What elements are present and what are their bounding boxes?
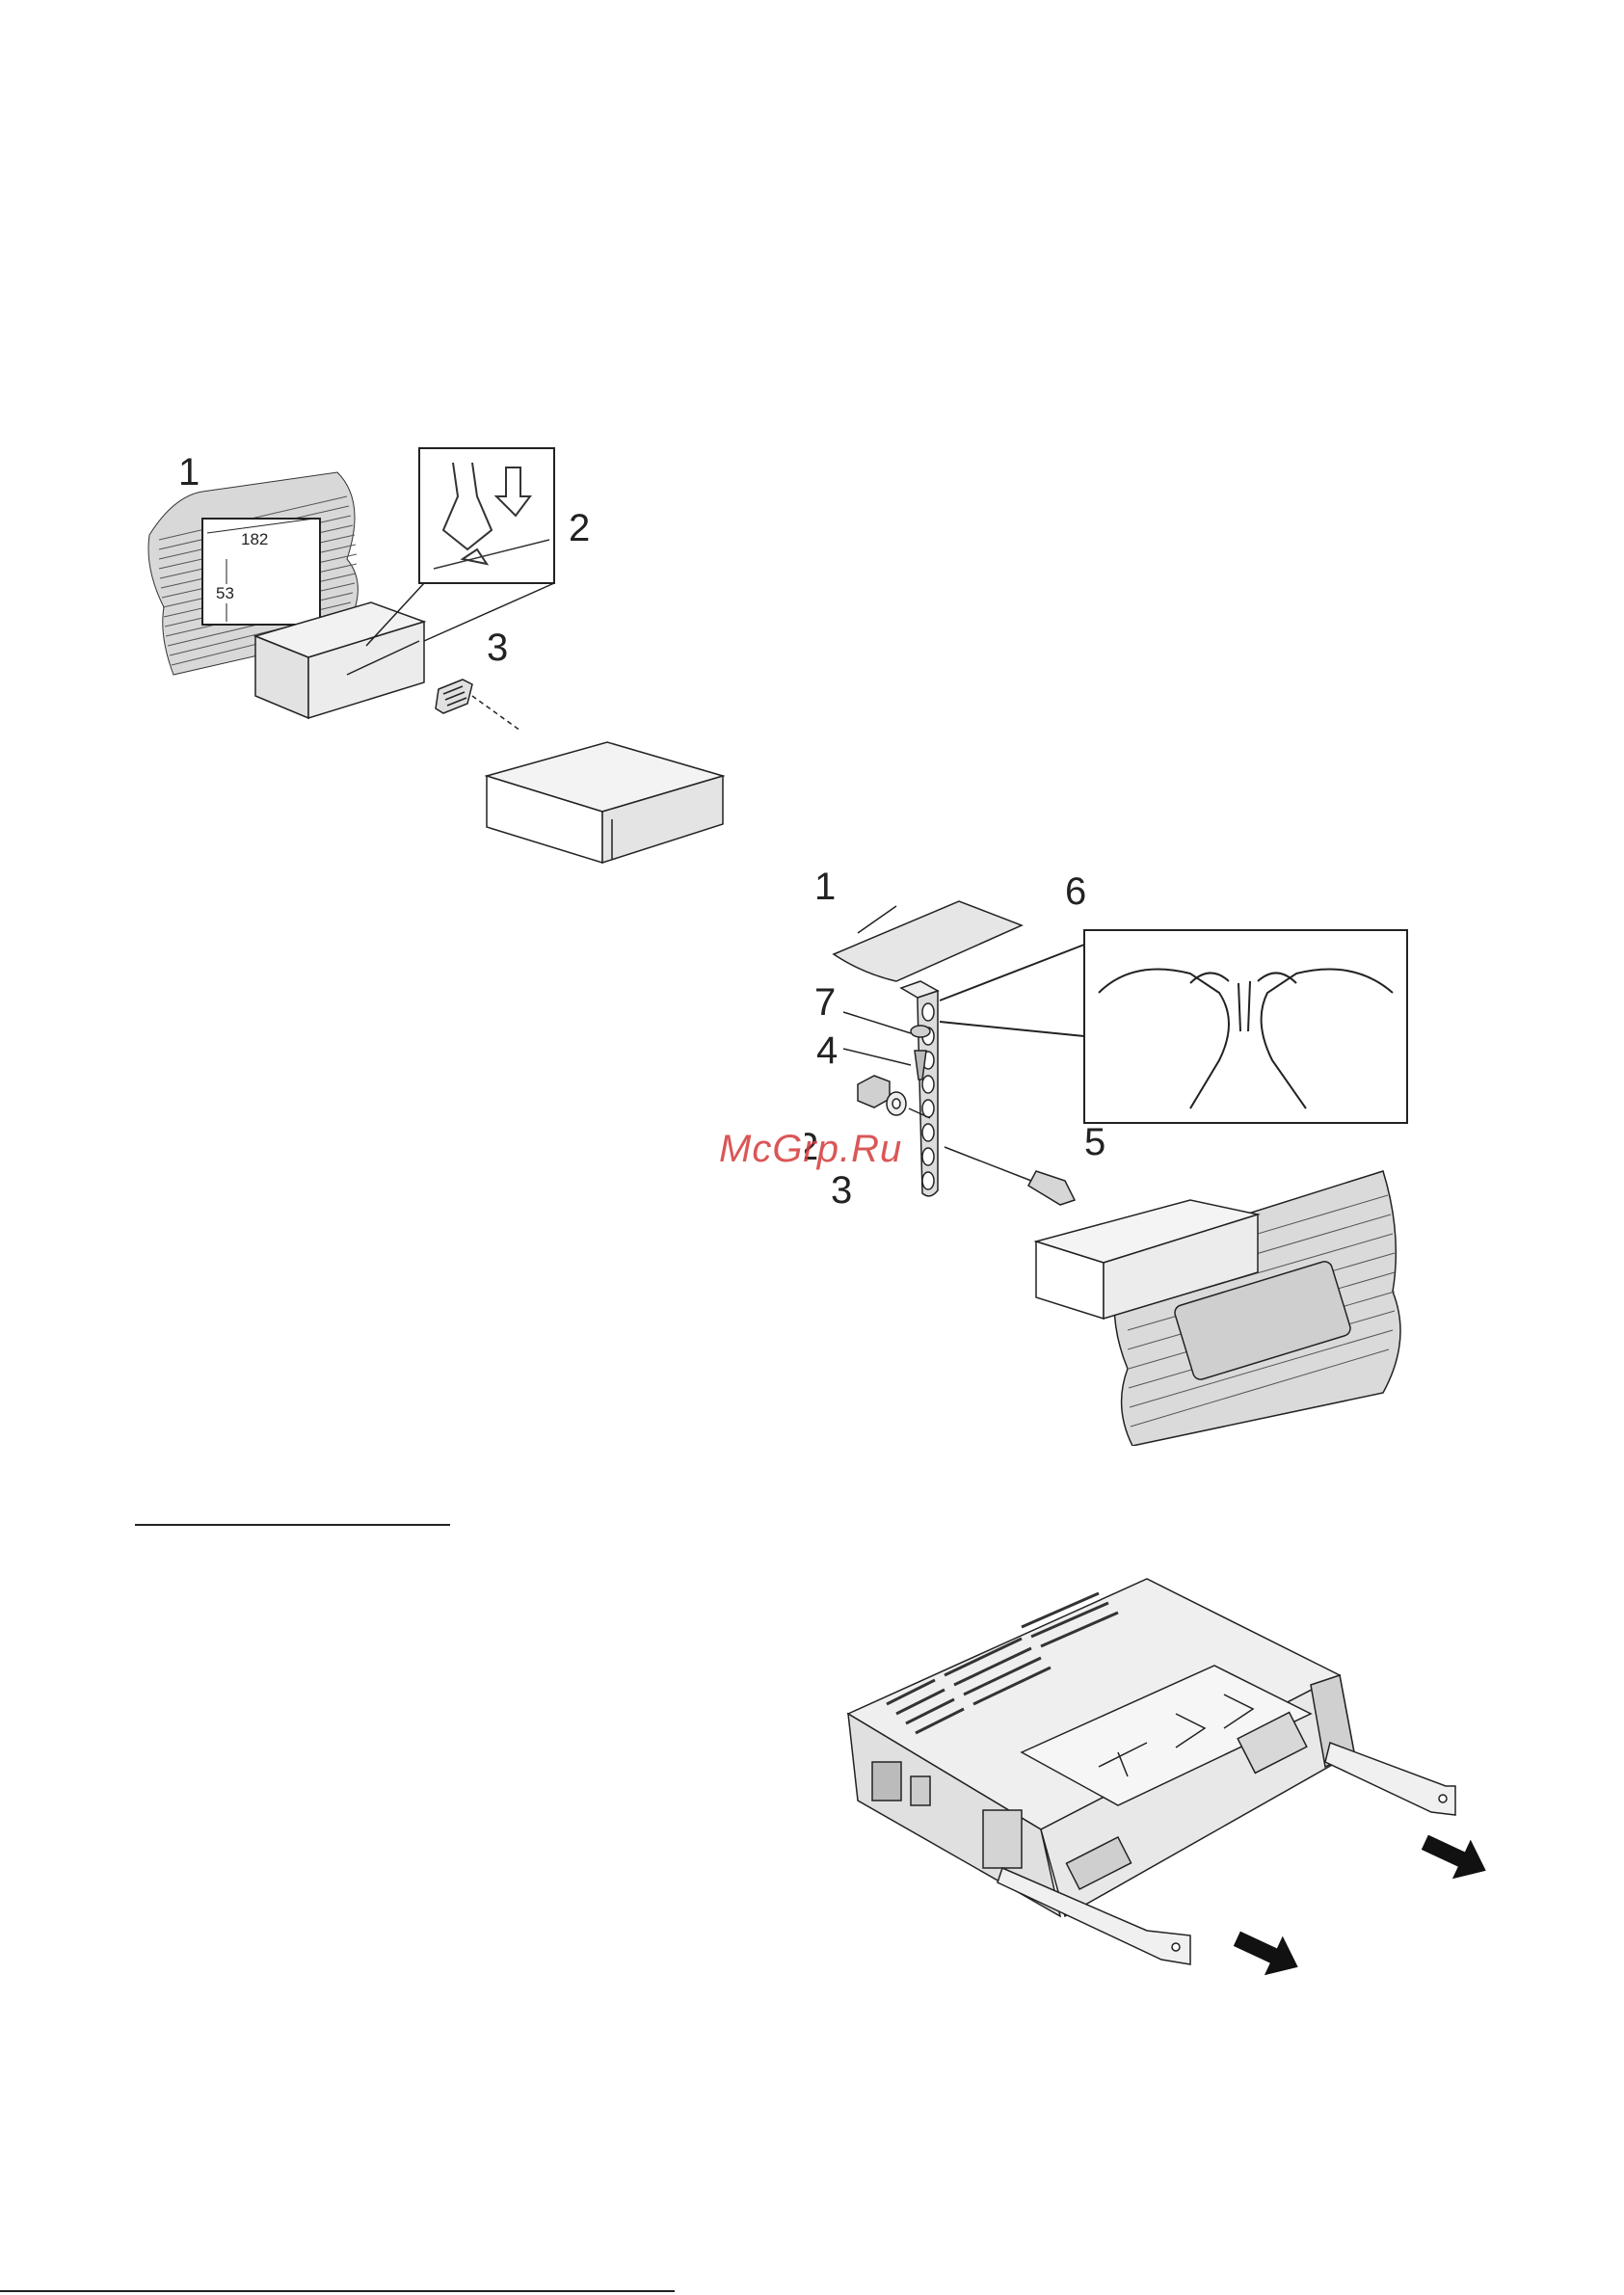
figure-1-callout-2: 2 xyxy=(569,509,590,547)
removal-key-right xyxy=(1325,1743,1455,1815)
figure-1-callout-1: 1 xyxy=(178,453,200,492)
footer-rule xyxy=(0,2290,675,2292)
figure-2-callout-4: 4 xyxy=(816,1031,838,1070)
figure-2-callout-5: 5 xyxy=(1084,1123,1105,1161)
part-7-washer xyxy=(911,1026,930,1037)
tab-bend-inset xyxy=(366,448,554,646)
watermark: McGrp.Ru xyxy=(719,1128,902,1171)
strap-bend-inset xyxy=(940,930,1407,1123)
dashboard-with-unit xyxy=(1036,1171,1400,1446)
figure-3-drawing xyxy=(829,1560,1489,1998)
figure-1-drawing xyxy=(135,443,725,867)
radio-chassis xyxy=(848,1579,1354,1916)
opening-height-dimension: 53 xyxy=(214,584,236,603)
figure-2-callout-3: 3 xyxy=(831,1171,852,1210)
figure-2-callout-7: 7 xyxy=(814,983,836,1022)
part-5-screw xyxy=(1028,1171,1075,1205)
opening-width-dimension: 182 xyxy=(239,530,270,549)
figure-3-unit-removal xyxy=(829,1560,1489,1998)
figure-1-callout-3: 3 xyxy=(487,628,508,667)
radio-unit-box xyxy=(487,742,723,863)
figure-2-callout-1: 1 xyxy=(814,867,836,906)
figure-2-callout-6: 6 xyxy=(1065,872,1086,911)
part-1-plate xyxy=(834,901,1022,981)
section-heading-underline xyxy=(135,1524,450,1526)
part-2-nut xyxy=(858,1076,890,1107)
figure-1-dashboard-mounting: 1 2 3 182 53 xyxy=(135,443,725,867)
part-6-strap xyxy=(901,981,938,1196)
screw xyxy=(436,680,520,731)
fasteners xyxy=(843,1012,1075,1205)
